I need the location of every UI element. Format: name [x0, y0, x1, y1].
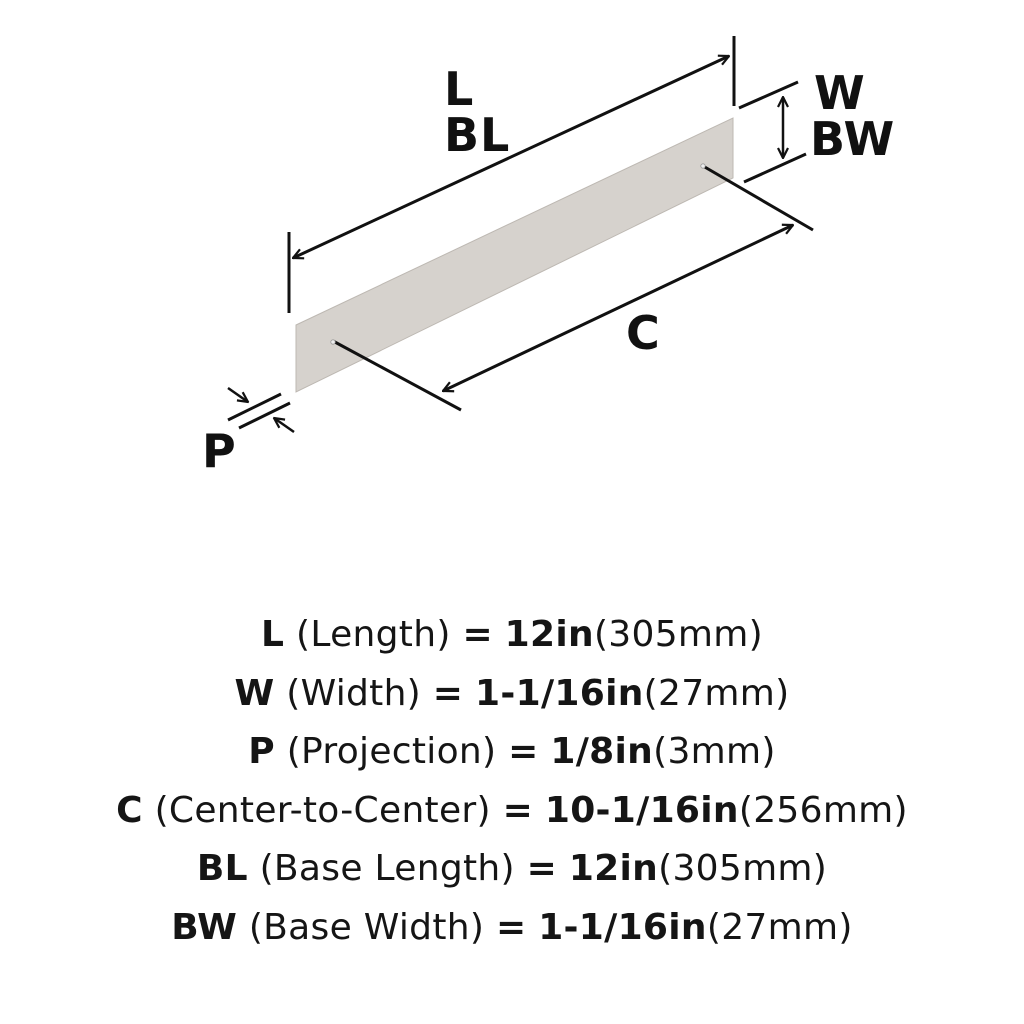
spec-name: (Width) — [286, 672, 422, 714]
spec-equals: = — [462, 614, 493, 655]
spec-equals: = — [432, 672, 464, 714]
spec-mm-value: (27mm) — [706, 906, 853, 948]
spec-equals: = — [502, 789, 534, 831]
spec-mm-value: (27mm) — [643, 672, 790, 714]
spec-code: L — [261, 614, 285, 655]
width-extension-top — [738, 80, 799, 110]
spec-equals: = — [508, 731, 539, 772]
label-projection: P — [202, 424, 237, 478]
spec-row-width: W (Width) = 1-1/16in(27mm) — [0, 665, 1024, 724]
center-extension-right — [702, 164, 814, 232]
spec-inch-value: 10-1/16in — [544, 789, 739, 831]
spec-inch-value: 1/8in — [550, 731, 654, 772]
center-dimension-arrow — [443, 223, 793, 393]
label-base-width: BW — [810, 112, 896, 166]
spec-row-length: L (Length) = 12in(305mm) — [0, 606, 1024, 665]
spec-name: (Base Length) — [259, 848, 515, 889]
pull-bar-illustration — [227, 36, 814, 434]
spec-mm-value: (305mm) — [593, 614, 763, 655]
center-extension-left — [332, 339, 462, 412]
spec-inch-value: 12in — [504, 614, 594, 655]
spec-equals: = — [495, 906, 527, 948]
spec-inch-value: 12in — [568, 848, 659, 889]
spec-mm-value: (305mm) — [658, 848, 828, 889]
spec-equals: = — [526, 848, 558, 889]
spec-row-projection: P (Projection) = 1/8in(3mm) — [0, 723, 1024, 782]
spec-name: (Base Width) — [248, 906, 485, 948]
spec-mm-value: (3mm) — [653, 731, 776, 772]
spec-mm-value: (256mm) — [738, 789, 908, 831]
spec-name: (Length) — [296, 614, 451, 655]
projection-arrow-bottom — [274, 418, 295, 434]
length-dimension-arrow — [293, 56, 729, 258]
spec-row-base-width: BW (Base Width) = 1-1/16in(27mm) — [0, 899, 1024, 958]
width-extension-bottom — [743, 152, 807, 184]
mounting-hole-right — [700, 163, 706, 169]
spec-code: W — [234, 672, 275, 714]
dimension-specs-list: L (Length) = 12in(305mm) W (Width) = 1-1… — [0, 606, 1024, 957]
spec-row-center-to-center: C (Center-to-Center) = 10-1/16in(256mm) — [0, 782, 1024, 841]
mounting-hole-left — [330, 339, 336, 345]
projection-arrow-top — [227, 386, 248, 402]
spec-code: P — [248, 731, 275, 772]
projection-line-outer — [227, 392, 282, 422]
projection-line-inner — [238, 401, 291, 430]
spec-code: C — [116, 789, 143, 831]
label-length: L — [444, 62, 475, 116]
spec-row-base-length: BL (Base Length) = 12in(305mm) — [0, 840, 1024, 899]
pull-bar-shape — [295, 117, 734, 393]
spec-inch-value: 1-1/16in — [538, 906, 707, 948]
spec-code: BW — [171, 906, 238, 948]
label-width: W — [814, 66, 866, 120]
dimension-diagram: L BL W BW C P — [202, 36, 896, 478]
label-base-length: BL — [444, 108, 511, 162]
label-center-to-center: C — [626, 306, 661, 360]
spec-name: (Projection) — [286, 731, 497, 772]
spec-inch-value: 1-1/16in — [475, 672, 644, 714]
spec-code: BL — [196, 848, 248, 889]
spec-name: (Center-to-Center) — [154, 789, 491, 831]
